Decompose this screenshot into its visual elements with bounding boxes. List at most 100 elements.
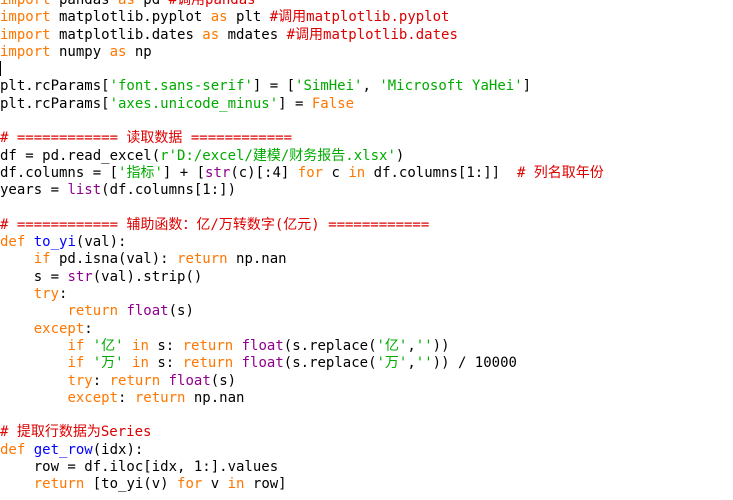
code-token: (df.columns[1:]) (101, 182, 237, 199)
code-token: row] (244, 476, 287, 493)
code-line[interactable]: except: return np.nan (0, 390, 733, 407)
code-line[interactable]: def get_row(idx): (0, 442, 733, 459)
code-token: if (33, 251, 51, 268)
code-token: ] + [ (162, 164, 206, 181)
code-token: list (67, 182, 102, 199)
code-token: float (241, 355, 284, 372)
code-token: : (92, 372, 110, 389)
code-line[interactable]: import numpy as np (0, 44, 733, 61)
code-token: import (0, 9, 51, 26)
code-token (25, 234, 33, 250)
code-token: as (202, 26, 220, 43)
code-line[interactable]: import matplotlib.pyplot as plt #调用matpl… (0, 9, 733, 26)
code-token: float (168, 372, 211, 389)
code-line[interactable]: # ============ 辅助函数：亿/万转数字(亿元) =========… (0, 217, 733, 234)
code-line[interactable] (0, 407, 733, 424)
code-token: 'SimHei' (295, 78, 363, 95)
code-token: matplotlib.dates (50, 26, 203, 43)
code-token (233, 355, 241, 371)
code-line[interactable]: plt.rcParams['axes.unicode_minus'] = Fal… (0, 96, 733, 113)
code-token: (c)[:4] (230, 164, 298, 181)
code-token: return (33, 476, 85, 493)
code-token: '亿' (376, 337, 408, 354)
code-token: )) / 10000 (432, 355, 517, 372)
code-token: # 列名取年份 (516, 164, 604, 181)
code-line[interactable] (0, 61, 733, 78)
code-token: float (126, 303, 169, 320)
code-line[interactable]: import pandas as pd #调用pandas (0, 0, 733, 9)
code-token: for (297, 164, 324, 181)
code-token: as (109, 43, 127, 60)
code-line[interactable] (0, 200, 733, 217)
code-token: (s.replace( (283, 337, 377, 354)
code-token: [to_yi(v) (84, 476, 178, 493)
code-token: def (0, 234, 26, 251)
code-token (84, 338, 92, 354)
code-token: # ============ 读取数据 ============ (0, 130, 293, 147)
code-token: pd (134, 0, 169, 8)
code-token: plt (227, 9, 270, 26)
code-token: return (134, 389, 186, 406)
code-line[interactable]: return float(s) (0, 303, 733, 320)
code-token (84, 355, 92, 371)
code-token: pandas (50, 0, 119, 8)
code-line[interactable]: if pd.isna(val): return np.nan (0, 251, 733, 268)
code-line[interactable]: df.columns = ['指标'] + [str(c)[:4] for c … (0, 165, 733, 182)
code-token: df = pd.read_excel( (0, 147, 161, 164)
code-line[interactable]: # 提取行数据为Series (0, 424, 733, 441)
code-token (0, 286, 34, 302)
code-token: in (132, 355, 149, 372)
code-token: c (323, 164, 349, 181)
code-line[interactable]: row = df.iloc[idx, 1:].values (0, 459, 733, 476)
code-token: np.nan (227, 251, 287, 268)
code-line[interactable]: years = list(df.columns[1:]) (0, 182, 733, 199)
code-line[interactable]: df = pd.read_excel(r'D:/excel/建模/财务报告.xl… (0, 148, 733, 165)
code-line[interactable]: # ============ 读取数据 ============ (0, 130, 733, 147)
code-token: )) (432, 337, 450, 354)
code-token: plt.rcParams[ (0, 95, 110, 112)
code-token: (idx): (92, 441, 144, 458)
code-token: s = (0, 268, 68, 285)
code-token: return (177, 251, 228, 268)
code-token: # 提取行数据为Series (0, 424, 152, 441)
code-token: return (67, 303, 119, 320)
code-token: np.nan (185, 389, 245, 406)
code-token: mdates (219, 26, 287, 43)
code-token: ] = [ (252, 78, 296, 95)
code-token: plt.rcParams[ (0, 78, 110, 95)
code-token (0, 303, 67, 319)
code-token: in (227, 476, 245, 493)
code-line[interactable]: try: (0, 286, 733, 303)
code-line[interactable]: if '万' in s: return float(s.replace('万',… (0, 355, 733, 372)
code-token: as (118, 0, 135, 8)
code-token: '' (415, 337, 433, 354)
code-token: '亿' (92, 337, 124, 354)
code-token: try (67, 372, 93, 389)
code-token: for (177, 476, 203, 493)
code-line[interactable]: if '亿' in s: return float(s.replace('亿',… (0, 338, 733, 355)
code-token (233, 338, 241, 354)
code-token: if (67, 337, 85, 354)
code-token: years = (0, 182, 68, 199)
code-token (0, 338, 67, 354)
code-line[interactable]: def to_yi(val): (0, 234, 733, 251)
code-token: df.columns = [ (0, 164, 119, 181)
code-line[interactable]: try: return float(s) (0, 373, 733, 390)
code-line[interactable] (0, 113, 733, 130)
code-token: '万' (376, 355, 408, 372)
code-token: ) (395, 147, 405, 164)
code-token (0, 251, 34, 267)
code-token: except (67, 389, 119, 406)
code-token: v (202, 476, 228, 493)
code-token: as (210, 9, 228, 26)
code-token: 'Microsoft YaHei' (379, 78, 523, 95)
code-token: matplotlib.pyplot (50, 9, 211, 26)
code-line[interactable]: import matplotlib.dates as mdates #调用mat… (0, 27, 733, 44)
code-line[interactable]: return [to_yi(v) for v in row] (0, 476, 733, 493)
code-line[interactable]: except: (0, 321, 733, 338)
code-token: 'axes.unicode_minus' (109, 95, 279, 112)
code-line[interactable]: s = str(val).strip() (0, 269, 733, 286)
code-token (124, 355, 132, 371)
code-line[interactable]: plt.rcParams['font.sans-serif'] = ['SimH… (0, 78, 733, 95)
